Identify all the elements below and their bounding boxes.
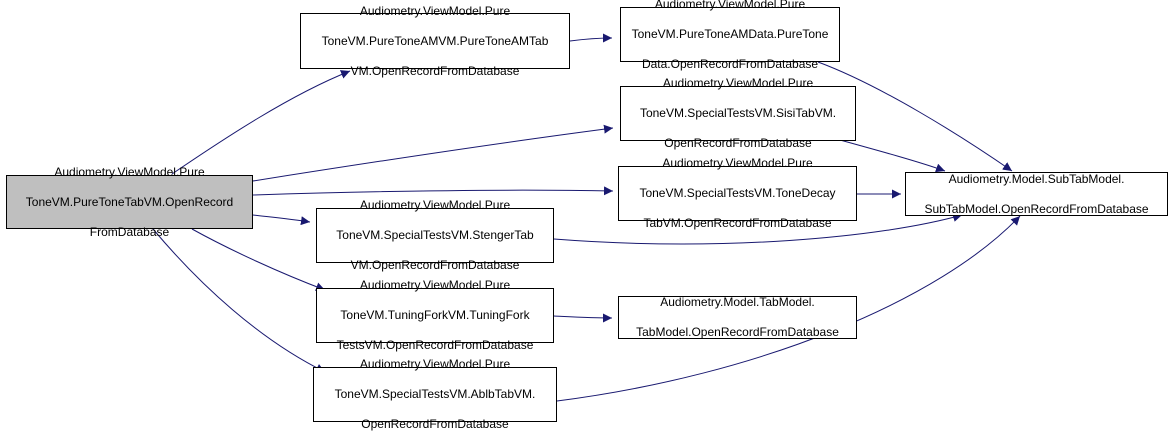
node-label-line: Audiometry.Model.SubTabModel. xyxy=(948,171,1125,186)
node-label: Audiometry.ViewModel.Pure ToneVM.PureTon… xyxy=(316,0,555,94)
node-label-line: Audiometry.Model.TabModel. xyxy=(660,295,815,309)
node-label-line: TabModel.OpenRecordFromDatabase xyxy=(636,325,839,339)
node-label-line: Audiometry.ViewModel.Pure xyxy=(359,3,511,18)
edge-am-tab-to-am-data xyxy=(569,33,613,43)
node-label: Audiometry.Model.TabModel. TabModel.Open… xyxy=(630,280,845,355)
node-label: Audiometry.ViewModel.Pure ToneVM.TuningF… xyxy=(331,263,540,368)
edge-stenger-to-subtab xyxy=(553,213,963,245)
node-pure-tone-am-tab-vm-open-record[interactable]: Audiometry.ViewModel.Pure ToneVM.PureTon… xyxy=(300,4,570,78)
edge-sisi-to-subtab xyxy=(839,139,946,173)
node-sub-tab-model-open-record[interactable]: Audiometry.Model.SubTabModel. SubTabMode… xyxy=(905,172,1168,216)
node-label-line: ToneVM.PureToneAMVM.PureToneAMTab xyxy=(321,33,549,48)
node-label: Audiometry.ViewModel.Pure ToneVM.PureTon… xyxy=(626,0,835,87)
node-sisi-tab-vm-open-record[interactable]: Audiometry.ViewModel.Pure ToneVM.Special… xyxy=(620,76,856,150)
node-label-line: TabVM.OpenRecordFromDatabase xyxy=(643,216,832,230)
edge-root-to-sisi xyxy=(252,124,614,182)
node-label-line: ToneVM.SpecialTestsVM.StengerTab xyxy=(336,228,534,242)
node-label-line: Audiometry.ViewModel.Pure xyxy=(359,198,511,212)
edge-tuning-fork-to-tab xyxy=(553,313,613,323)
node-label: Audiometry.ViewModel.Pure ToneVM.Special… xyxy=(634,61,842,166)
node-pure-tone-tab-vm-open-record: Audiometry.ViewModel.Pure ToneVM.PureTon… xyxy=(6,165,253,239)
node-pure-tone-am-data-open-record[interactable]: Audiometry.ViewModel.Pure ToneVM.PureTon… xyxy=(620,0,840,71)
node-tuning-fork-tests-vm-open-record[interactable]: Audiometry.ViewModel.Pure ToneVM.TuningF… xyxy=(316,278,554,352)
node-label-line: Audiometry.ViewModel.Pure xyxy=(654,0,806,11)
node-label-line: Audiometry.ViewModel.Pure xyxy=(54,164,205,179)
edge-root-to-am-tab xyxy=(171,70,351,175)
node-label-line: ToneVM.SpecialTestsVM.AblbTabVM. xyxy=(334,387,536,401)
node-label-line: ToneVM.PureToneTabVM.OpenRecord xyxy=(25,194,234,209)
node-label-line: ToneVM.SpecialTestsVM.SisiTabVM. xyxy=(639,106,837,120)
edge-root-to-tone-decay xyxy=(252,186,614,196)
node-label-line: Audiometry.ViewModel.Pure xyxy=(662,76,814,90)
node-label-line: TestsVM.OpenRecordFromDatabase xyxy=(336,338,534,352)
edge-am-data-to-subtab xyxy=(817,61,1013,172)
node-label: Audiometry.ViewModel.Pure ToneVM.Special… xyxy=(330,183,539,288)
node-label-line: VM.OpenRecordFromDatabase xyxy=(350,63,520,78)
node-stenger-tab-vm-open-record[interactable]: Audiometry.ViewModel.Pure ToneVM.Special… xyxy=(316,198,554,272)
node-label-line: VM.OpenRecordFromDatabase xyxy=(350,258,520,272)
node-label: Audiometry.ViewModel.Pure ToneVM.Special… xyxy=(633,141,841,246)
node-label: Audiometry.Model.SubTabModel. SubTabMode… xyxy=(918,157,1154,232)
node-tone-decay-tab-vm-open-record[interactable]: Audiometry.ViewModel.Pure ToneVM.Special… xyxy=(618,156,857,230)
edge-root-to-stenger xyxy=(252,214,311,226)
edge-root-to-ablb xyxy=(152,228,326,373)
node-label: Audiometry.ViewModel.Pure ToneVM.PureTon… xyxy=(20,150,239,255)
node-label-line: Audiometry.ViewModel.Pure xyxy=(359,278,511,292)
node-label-line: Data.OpenRecordFromDatabase xyxy=(641,57,819,71)
node-label-line: Audiometry.ViewModel.Pure xyxy=(359,357,511,371)
edge-root-to-tuning-fork xyxy=(191,228,326,292)
node-label-line: OpenRecordFromDatabase xyxy=(361,417,509,431)
node-label-line: ToneVM.TuningForkVM.TuningFork xyxy=(340,308,530,322)
node-label-line: Audiometry.ViewModel.Pure xyxy=(662,156,813,170)
node-label-line: FromDatabase xyxy=(89,224,170,239)
node-label-line: OpenRecordFromDatabase xyxy=(664,136,812,150)
node-label-line: SubTabModel.OpenRecordFromDatabase xyxy=(924,201,1149,216)
node-label-line: ToneVM.PureToneAMData.PureTone xyxy=(631,27,829,41)
node-ablb-tab-vm-open-record[interactable]: Audiometry.ViewModel.Pure ToneVM.Special… xyxy=(313,357,557,431)
node-tab-model-open-record[interactable]: Audiometry.Model.TabModel. TabModel.Open… xyxy=(618,295,857,339)
node-label: Audiometry.ViewModel.Pure ToneVM.Special… xyxy=(329,342,542,447)
node-label-line: ToneVM.SpecialTestsVM.ToneDecay xyxy=(639,186,836,200)
